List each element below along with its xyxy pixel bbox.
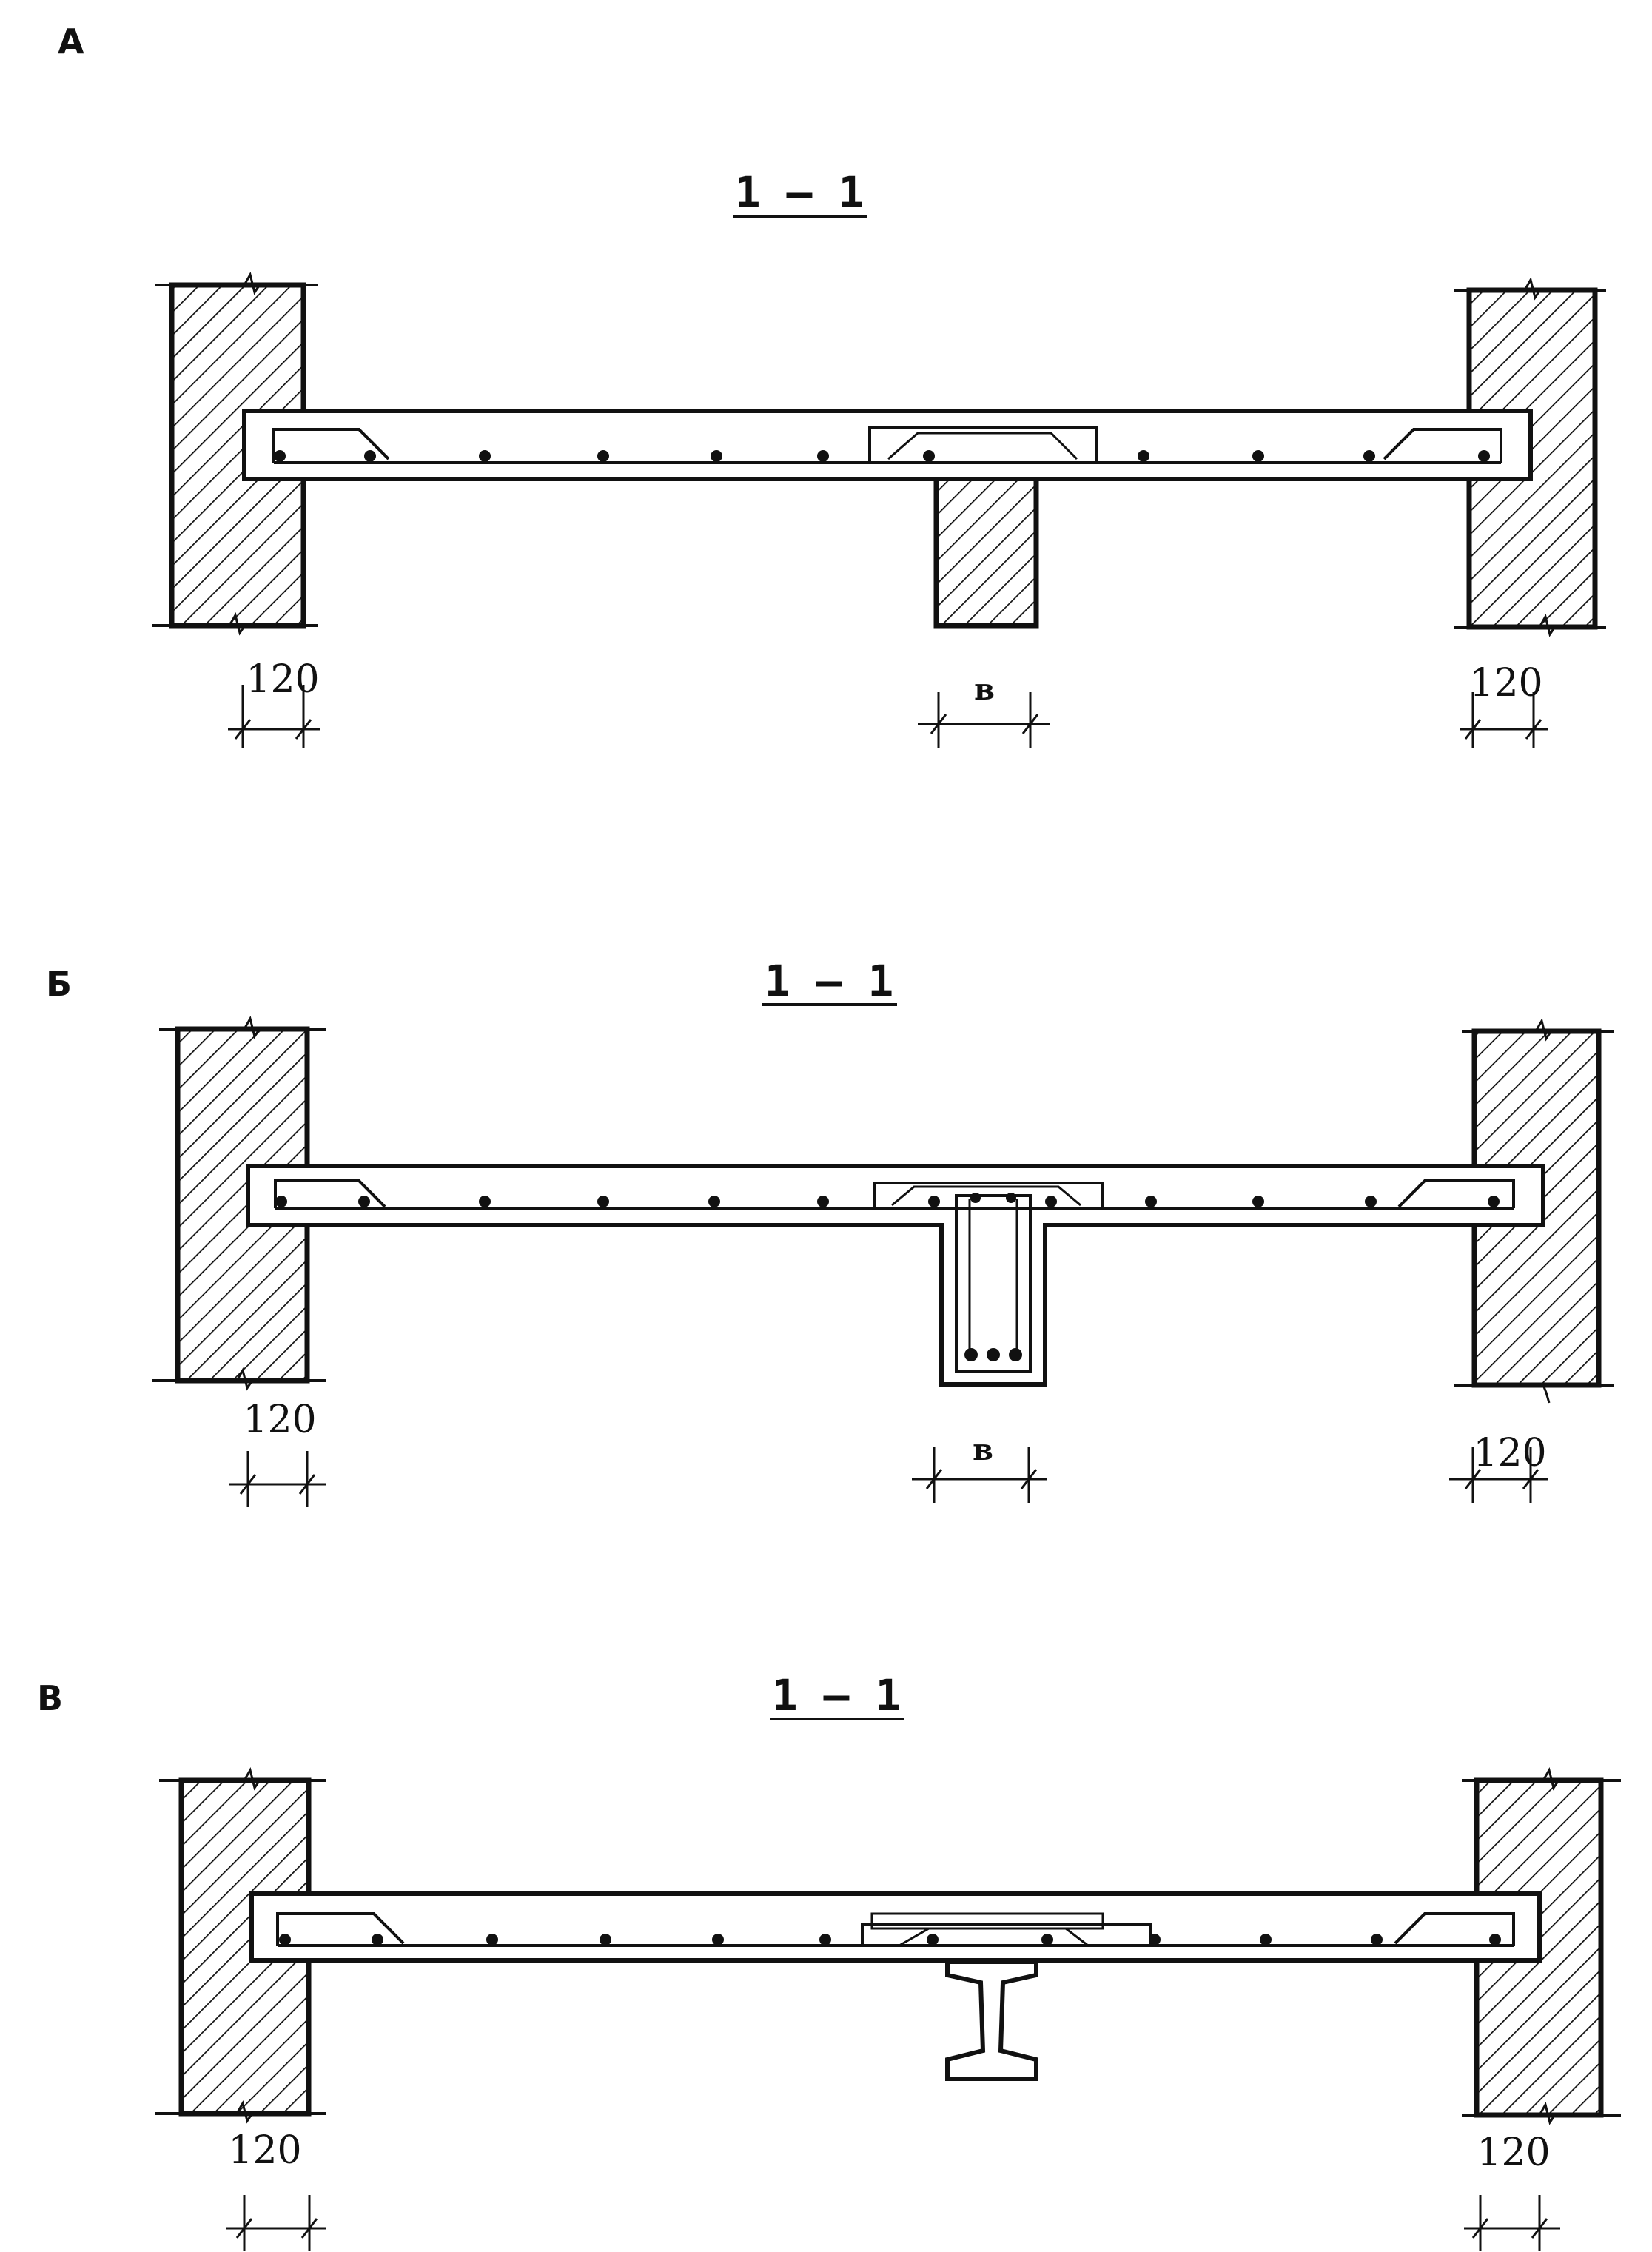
break-mark [1542,1767,1561,1791]
rebar-dot [1478,450,1490,462]
variant-c: В 1 – 1 [37,1670,1621,2251]
rebar-dot [1252,450,1264,462]
dimension-right: 120 [1449,1431,1548,1503]
break-mark [228,612,247,636]
rebar-dot [597,450,609,462]
rebar-dots [275,1196,1500,1207]
rebar-dot [970,1193,981,1203]
rebar-dot [1045,1196,1057,1207]
rebar-dot [1006,1193,1016,1203]
rebar-dot [712,1934,724,1946]
break-mark [235,2100,255,2124]
rebar-dot [1145,1196,1157,1207]
rebar-dot [486,1934,498,1946]
rebar-dot [1252,1196,1264,1207]
break-mark [243,272,262,295]
variant-a: А 1 – 1 [58,21,1606,748]
rebar-dot [372,1934,383,1946]
rebar-dot [923,450,935,462]
rebar-dot [711,450,722,462]
rebar-dot [364,450,376,462]
dimension-label: 120 [228,2128,301,2173]
middle-wall-support [933,475,1039,629]
rebar-dot [817,1196,829,1207]
dimension-label: 120 [1469,661,1542,706]
variant-letter-b: Б [46,964,72,1004]
rebar-dot [479,1196,491,1207]
steel-i-beam [945,1960,1038,2081]
dimension-right: 120 [1464,2131,1560,2251]
support-mesh [868,426,1098,463]
dimension-right: 120 [1460,661,1548,748]
dimension-label: 120 [1477,2131,1550,2175]
rebar-dot [817,450,829,462]
dimension-label: в [973,1432,993,1467]
rebar-dot [1488,1196,1500,1207]
rebar-dot [1041,1934,1053,1946]
slab [242,409,1533,481]
dimension-middle: в [912,1432,1047,1503]
rebar-dot [479,450,491,462]
slab [249,1891,1542,1963]
rebar-dot [1260,1934,1272,1946]
rebar-dot [987,1348,1000,1361]
rebar-dot [600,1934,611,1946]
rebar-dot [708,1196,720,1207]
dimension-left: 120 [229,1398,326,1507]
rebar-dot [275,1196,287,1207]
dimension-label: 120 [243,1398,316,1442]
beam-stirrup [955,1194,1032,1373]
rebar-dot [1363,450,1375,462]
dimension-middle: в [918,672,1050,748]
break-mark [243,1016,262,1039]
slab [246,1164,1545,1387]
rebar-dot [1149,1934,1161,1946]
rebar-dots [274,450,1490,462]
break-mark [235,1367,255,1391]
rebar-dot [279,1934,291,1946]
variant-b: Б 1 – 1 [46,956,1614,1507]
rebar-dot [274,450,286,462]
break-mark [1542,1384,1551,1404]
rebar-dot [597,1196,609,1207]
break-mark [1538,614,1557,637]
rebar-dot [1138,450,1149,462]
rebar-dots [279,1934,1501,1946]
rebar-dot [819,1934,831,1946]
dimension-left: 120 [228,657,320,748]
rc-beam [955,1193,1032,1373]
rebar-dot [1009,1348,1022,1361]
rebar-dot [1365,1196,1377,1207]
break-mark [243,1767,262,1791]
break-mark [1534,1018,1554,1042]
rebar-dot [1371,1934,1383,1946]
break-mark [1523,277,1542,301]
dimension-label: 120 [1473,1431,1546,1475]
support-mesh [873,1182,1104,1208]
dimension-label: 120 [246,657,319,702]
section-title-b: 1 – 1 [765,956,894,1006]
rebar-dot [1489,1934,1501,1946]
rebar-dot [927,1934,939,1946]
rebar-dot [928,1196,940,1207]
dimension-left: 120 [226,2128,326,2251]
rebar-dot [964,1348,978,1361]
dimension-label: в [974,672,995,707]
rebar-dot [358,1196,370,1207]
section-title-c: 1 – 1 [772,1670,901,1720]
break-mark [1538,2102,1557,2125]
variant-letter-c: В [37,1678,63,1718]
section-title-a: 1 – 1 [735,167,864,218]
variant-letter-a: А [58,21,84,61]
